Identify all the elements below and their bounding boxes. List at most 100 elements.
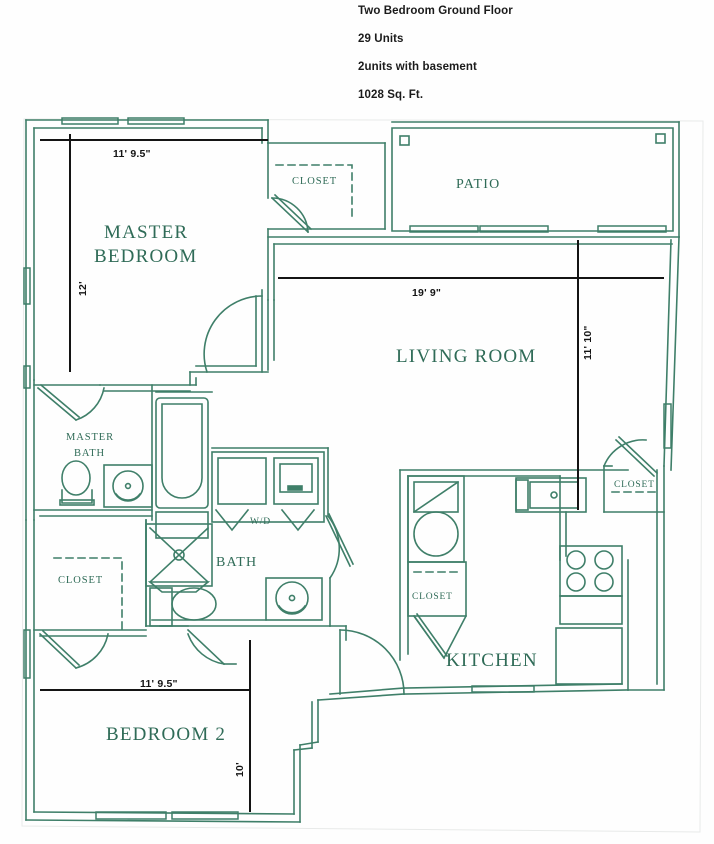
label-closet-kitchen: CLOSET (412, 592, 453, 602)
toilet-bath-bowl (275, 581, 309, 615)
window-group (23, 117, 672, 820)
dryer-control-panel (279, 463, 313, 493)
window-patio-bottom-3 (597, 225, 667, 233)
wd-bifold-door-left (214, 508, 250, 532)
window-master-top-2 (127, 117, 185, 125)
label-master-bath-line2: BATH (74, 448, 105, 459)
patio-post-left (399, 135, 410, 146)
master-bedroom-door-arc (203, 295, 263, 374)
window-master-top-1 (61, 117, 119, 125)
dim-master-bedroom-width: 11' 9.5" (113, 148, 151, 160)
sink-master-drain (124, 482, 132, 490)
closet-bedroom2-shelf (53, 557, 123, 631)
toilet-bath-drain (288, 594, 296, 602)
closet-kitchen-door-panel-b (415, 612, 449, 658)
label-bedroom-2: BEDROOM 2 (106, 724, 226, 745)
range-oven-front (559, 595, 623, 625)
wd-enclosure (211, 451, 325, 523)
bathtub-step (155, 511, 209, 539)
closet-master-door-arc (271, 197, 309, 233)
closet-master-shelf (275, 164, 353, 221)
sink-master-bowl-line (114, 492, 142, 501)
plan-header: Two Bedroom Ground Floor 29 Units 2units… (358, 5, 698, 118)
window-patio-bottom-1 (409, 225, 479, 233)
kitchen-bottom-wall-b (329, 687, 405, 695)
toilet-bath-bowl-line (277, 604, 307, 614)
window-bedroom2-bottom-2 (171, 811, 239, 820)
wd-bifold-door-right (280, 508, 316, 532)
closet-kitchen-box (407, 561, 467, 617)
window-left-master (23, 267, 31, 305)
burner-tl (566, 550, 586, 570)
label-master-bedroom-line2: BEDROOM (94, 246, 197, 267)
label-closet-bedroom2: CLOSET (58, 575, 103, 586)
shower-diag-2 (148, 526, 210, 584)
plan-basement-note: 2units with basement (358, 61, 477, 73)
shower-drain (173, 549, 185, 561)
label-closet-living: CLOSET (614, 480, 655, 490)
kitchen-sink-drain (550, 491, 558, 499)
closet-bedroom2-door-panel-b (41, 629, 81, 667)
plan-text-labels: 11' 9.5" 12' 19' 9" 11' 10" 11' 9.5" 10'… (58, 148, 655, 777)
plan-title: Two Bedroom Ground Floor (358, 5, 513, 17)
burner-bl (566, 572, 586, 592)
closet-master-door-panel (270, 196, 310, 234)
living-right-wall-outer (670, 236, 680, 471)
label-wd: W/D (250, 517, 271, 527)
plan-area: 1028 Sq. Ft. (358, 89, 424, 101)
living-right-wall-inner (663, 239, 672, 467)
refrigerator-door-line (412, 480, 460, 514)
refrigerator (407, 475, 465, 563)
bedroom2-right-jog (299, 741, 319, 746)
bedroom2-right-jog-b (293, 747, 313, 751)
refrigerator-fan (413, 511, 459, 557)
wall-linework (23, 117, 680, 823)
toilet-master-tank (61, 489, 93, 504)
shower-curb (147, 581, 211, 593)
washer-unit (217, 457, 267, 505)
kitchen-sink-basin (529, 481, 579, 509)
label-bath: BATH (216, 555, 257, 570)
window-right-living (663, 403, 672, 449)
dryer-handle (287, 485, 303, 491)
window-left-master-2 (23, 365, 31, 389)
master-bath-door-panel (36, 386, 78, 422)
label-kitchen: KITCHEN (446, 650, 538, 671)
toilet-master-tank-base (59, 499, 95, 506)
burner-tr (594, 550, 614, 570)
window-left-bedroom2 (23, 629, 31, 679)
bath-door-arc (326, 514, 341, 580)
patio-outline (391, 127, 674, 232)
dim-master-bedroom-depth: 12' (77, 281, 89, 296)
dim-bedroom2-width: 11' 9.5" (140, 678, 178, 690)
dryer-unit (273, 457, 319, 505)
window-bedroom2-bottom-1 (95, 811, 167, 820)
closet-living-door-arc (602, 439, 647, 468)
label-living-room: LIVING ROOM (396, 346, 536, 367)
kitchen-door-arc (339, 629, 405, 695)
dim-living-room-width: 19' 9" (412, 287, 441, 299)
plan-unit-count: 29 Units (358, 33, 404, 45)
kitchen-base-cabinet (555, 627, 623, 685)
closet-kitchen-door-arc (412, 614, 468, 660)
dimension-lines (40, 134, 664, 812)
kitchen-bottom-wall (317, 693, 405, 701)
bathtub-outer (155, 397, 209, 509)
master-bath-door-arc (74, 387, 105, 422)
label-master-bath-line1: MASTER (66, 432, 114, 443)
outer-wall-bottom-inner (33, 811, 295, 815)
bedroom2-door-panel (186, 628, 226, 666)
toilet-master-bowl (61, 460, 91, 496)
closet-master-door-panel-b (273, 193, 313, 231)
kitchen-sink-side (515, 479, 529, 511)
dim-bedroom2-depth: 10' (234, 762, 246, 777)
window-patio-bottom-2 (479, 225, 549, 233)
bathtub-inner (161, 403, 203, 499)
scan-page-edge (21, 118, 704, 833)
bath-toilet-enclosure (265, 577, 323, 621)
closet-bedroom2-door-panel (38, 632, 78, 670)
patio-post-right (655, 133, 666, 144)
label-master-bedroom-line1: MASTER (104, 222, 188, 243)
sink-master-basin (112, 470, 144, 502)
closet-bedroom2-door-arc (75, 633, 109, 669)
